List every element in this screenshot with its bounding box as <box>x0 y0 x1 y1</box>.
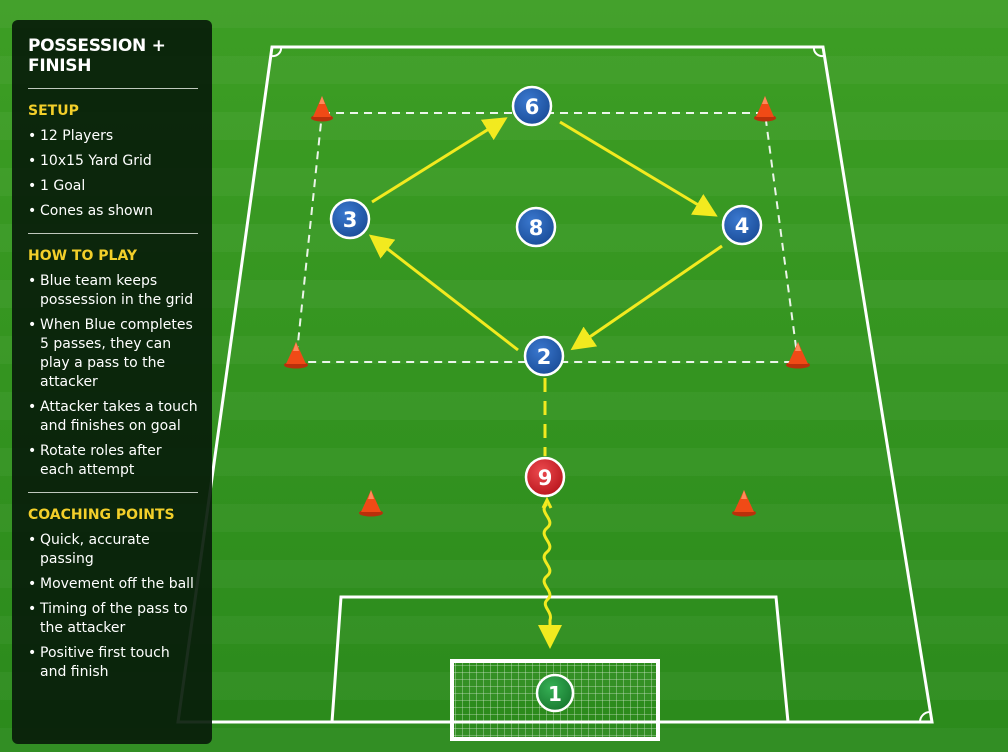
list-item-text: Cones as shown <box>40 203 153 219</box>
divider <box>28 492 198 493</box>
cone <box>732 490 756 517</box>
bullet: • <box>28 399 37 415</box>
cone <box>311 96 333 122</box>
list-item-text: Movement off the ball <box>40 576 194 592</box>
section-heading: HOW TO PLAY <box>28 248 138 264</box>
player-number: 1 <box>548 682 562 706</box>
list-item-text: 10x15 Yard Grid <box>40 153 152 169</box>
possession-grid <box>294 112 800 363</box>
player-6: 6 <box>511 85 553 127</box>
list-item-text: When Blue completes 5 passes, they can p… <box>40 317 193 390</box>
list-item-text: 12 Players <box>40 128 114 144</box>
bullet: • <box>28 576 37 592</box>
cone <box>754 96 776 122</box>
player-number: 2 <box>537 345 552 369</box>
bullet: • <box>28 443 37 459</box>
panel-title: POSSESSION + FINISH <box>28 36 166 76</box>
pass-arrow-4-to-2 <box>570 244 723 351</box>
list-item: •10x15 Yard Grid <box>28 152 198 171</box>
player-8: 8 <box>515 206 557 248</box>
bullet: • <box>28 273 37 289</box>
pass-arrow-2-to-3 <box>368 234 519 352</box>
bullet: • <box>28 601 37 617</box>
divider <box>28 233 198 234</box>
cone <box>284 342 308 369</box>
player-4: 4 <box>721 204 763 246</box>
list-item-text: Quick, accurate passing <box>40 532 150 567</box>
list-item: •1 Goal <box>28 177 198 196</box>
list-item: •Timing of the pass to the attacker <box>28 600 198 638</box>
section-setup: SETUP •12 Players •10x15 Yard Grid •1 Go… <box>28 103 198 221</box>
list-item: •Blue team keeps possession in the grid <box>28 272 198 310</box>
player-number: 9 <box>538 466 553 490</box>
bullet: • <box>28 128 37 144</box>
pass-arrow-6-to-4 <box>559 120 718 217</box>
list-item-text: Positive first touch and finish <box>40 645 170 680</box>
list-item: •When Blue completes 5 passes, they can … <box>28 316 198 392</box>
cone <box>786 342 810 369</box>
pass-arrow-3-to-6 <box>371 117 508 204</box>
goalkeeper-1: 1 <box>535 673 575 713</box>
pass-arrows <box>368 117 723 649</box>
player-9: 9 <box>524 456 566 498</box>
list-item: •12 Players <box>28 127 198 146</box>
player-number: 8 <box>529 216 544 240</box>
list-item: •Attacker takes a touch and finishes on … <box>28 398 198 436</box>
bullet: • <box>28 645 37 661</box>
list-item-text: 1 Goal <box>40 178 86 194</box>
list-item: •Quick, accurate passing <box>28 531 198 569</box>
player-2: 2 <box>523 335 565 377</box>
list-item: •Positive first touch and finish <box>28 644 198 682</box>
list-item-text: Attacker takes a touch and finishes on g… <box>40 399 198 434</box>
list-item: •Cones as shown <box>28 202 198 221</box>
section-how-to-play: HOW TO PLAY •Blue team keeps possession … <box>28 248 198 480</box>
list-item: •Movement off the ball <box>28 575 198 594</box>
list-item: •Rotate roles after each attempt <box>28 442 198 480</box>
list-item-text: Timing of the pass to the attacker <box>40 601 188 636</box>
player-3: 3 <box>329 198 371 240</box>
divider <box>28 88 198 89</box>
player-number: 6 <box>525 95 540 119</box>
section-heading: SETUP <box>28 103 79 119</box>
bullet: • <box>28 178 37 194</box>
list-item-text: Rotate roles after each attempt <box>40 443 162 478</box>
penalty-box <box>330 595 790 723</box>
bullet: • <box>28 153 37 169</box>
section-coaching-points: COACHING POINTS •Quick, accurate passing… <box>28 507 198 682</box>
bullet: • <box>28 203 37 219</box>
cone <box>359 490 383 517</box>
section-heading: COACHING POINTS <box>28 507 175 523</box>
cones <box>284 96 810 517</box>
player-number: 3 <box>343 208 358 232</box>
list-item-text: Blue team keeps possession in the grid <box>40 273 194 308</box>
instructions-panel: POSSESSION + FINISH SETUP •12 Players •1… <box>12 20 212 744</box>
player-number: 4 <box>735 214 750 238</box>
dribble-arrow-9-to-goal <box>538 502 562 649</box>
bullet: • <box>28 532 37 548</box>
bullet: • <box>28 317 37 333</box>
